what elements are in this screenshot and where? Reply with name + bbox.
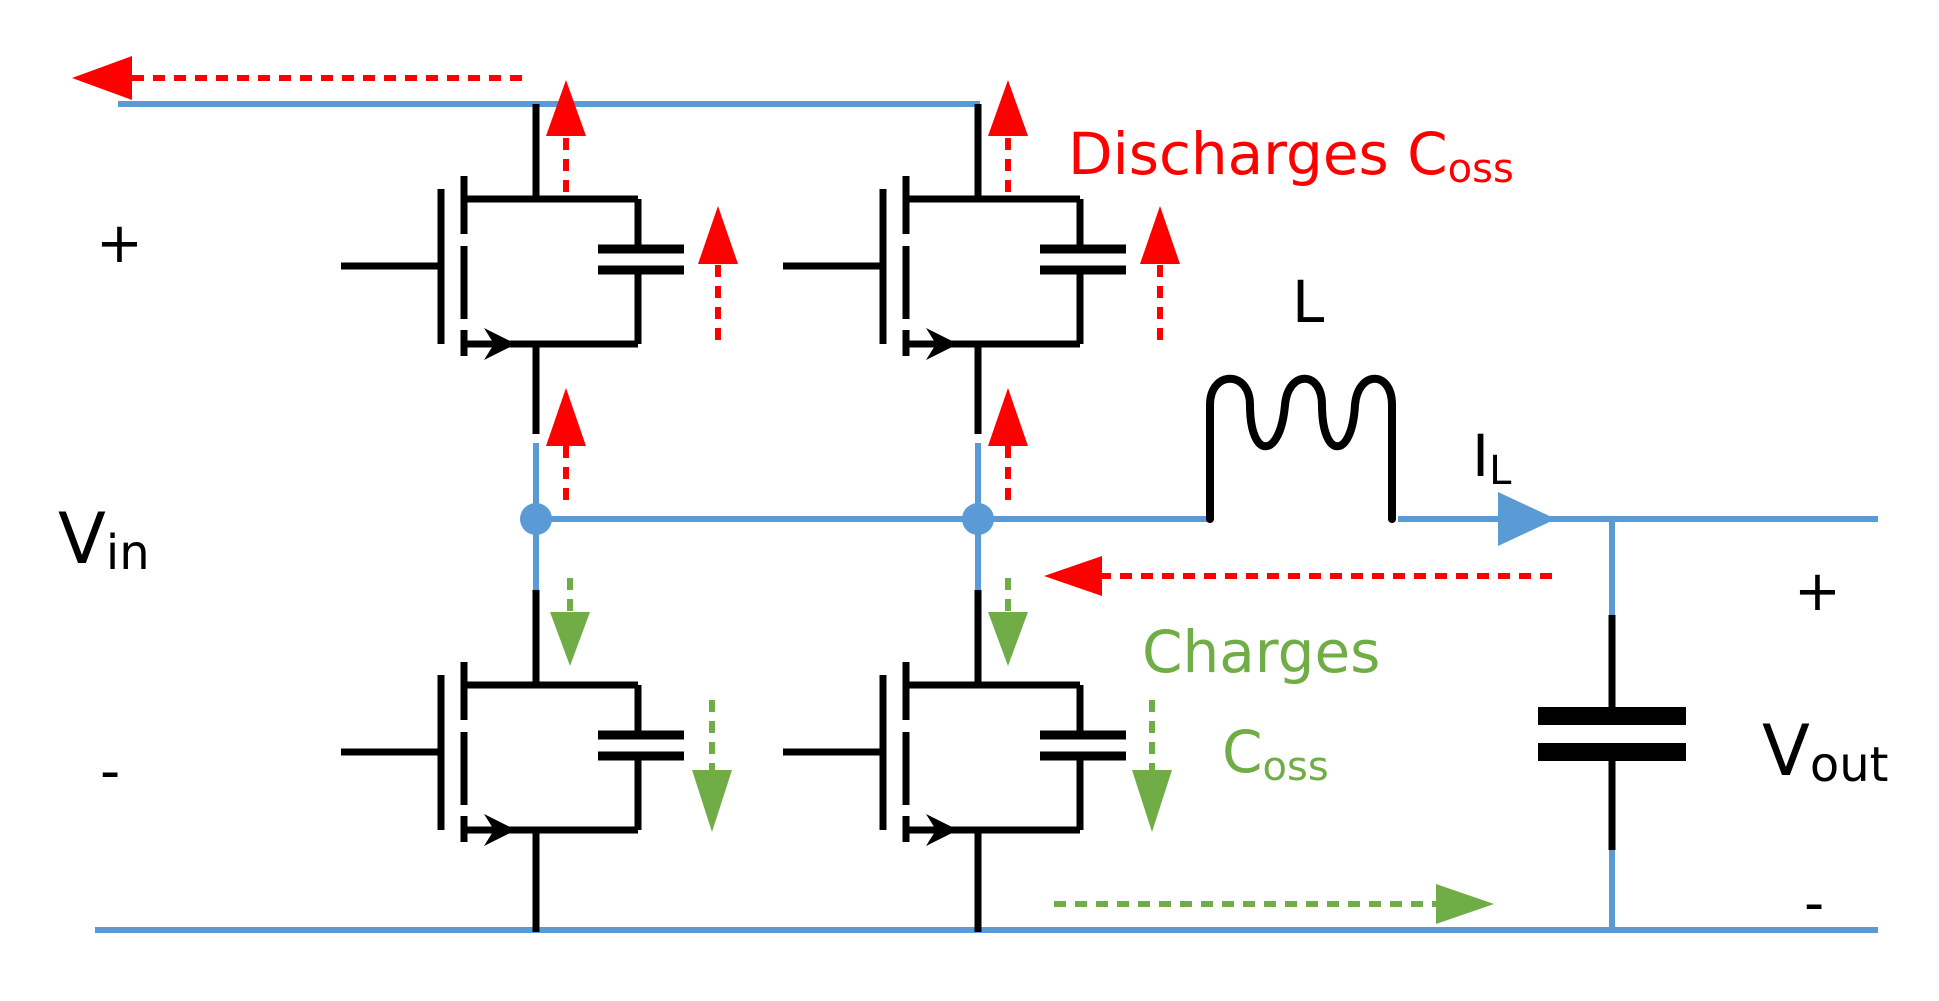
discharge-annotation-sub: oss (1448, 146, 1514, 192)
discharge-annotation-main: Discharges C (1068, 120, 1448, 188)
junction-dot-left (520, 503, 552, 535)
junction-dot-right (962, 503, 994, 535)
inductor-coil-icon (1206, 374, 1396, 523)
vout-label-sub: out (1810, 737, 1889, 793)
vin-minus-label: - (100, 739, 120, 804)
charge-annotation-line2-sub: oss (1263, 744, 1329, 790)
vin-plus-label: + (96, 211, 143, 276)
charge-annotation-line1: Charges (1142, 618, 1380, 686)
vout-minus-label: - (1804, 871, 1824, 936)
vout-label: Vout (1762, 710, 1889, 793)
vout-plus-label: + (1794, 559, 1841, 624)
current-label-sub: L (1489, 448, 1512, 494)
current-label-main: I (1472, 422, 1489, 490)
current-arrow-icon (1498, 492, 1556, 546)
transistor-q3 (341, 590, 684, 920)
discharge-arrows (128, 75, 1552, 579)
charge-arrowheads (550, 612, 1494, 924)
discharge-annotation: Discharges Coss (1068, 120, 1514, 192)
charge-annotation-line2-main: C (1222, 718, 1263, 786)
vin-label: Vin (58, 498, 150, 581)
output-capacitor-icon (1538, 615, 1686, 850)
inductor-label: L (1292, 268, 1324, 336)
vin-label-main: V (58, 498, 106, 580)
charge-arrows (567, 578, 1440, 907)
transistor-q4 (783, 590, 1126, 920)
vout-label-main: V (1762, 710, 1810, 792)
transistor-q1 (341, 104, 684, 434)
current-label: IL (1472, 422, 1512, 494)
charge-annotation-line2: Coss (1222, 718, 1329, 790)
vin-label-sub: in (106, 525, 150, 581)
discharge-arrowheads (72, 56, 1180, 596)
